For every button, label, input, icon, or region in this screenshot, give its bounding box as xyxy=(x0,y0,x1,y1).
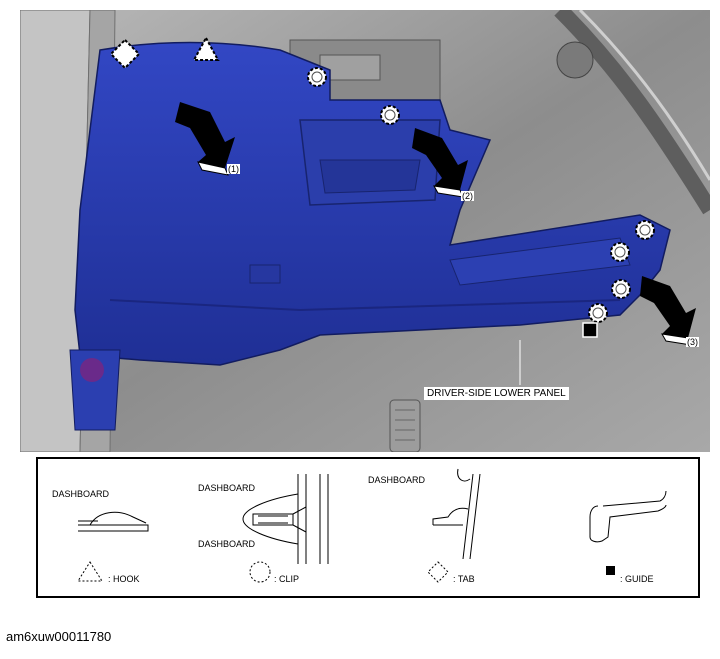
clip-marker xyxy=(610,242,630,262)
tab-symbol xyxy=(427,561,449,583)
tab-diagram xyxy=(432,468,481,560)
arrow-1 xyxy=(175,102,235,176)
illustration: (1) (2) (3) DRIVER-SIDE LOWER PANEL xyxy=(19,4,717,453)
guide-legend-label: : GUIDE xyxy=(620,574,654,584)
clip-marker xyxy=(307,67,327,87)
clip-dashboard-bottom-label: DASHBOARD xyxy=(198,539,256,549)
legend-drawings xyxy=(77,468,667,583)
dashboard-illustration xyxy=(19,4,717,453)
clip-marker xyxy=(611,279,631,299)
pedal xyxy=(389,399,421,453)
clip-dashboard-top-label: DASHBOARD xyxy=(198,483,256,493)
panel-vent xyxy=(249,264,281,284)
clip-marker xyxy=(635,220,655,240)
tab-marker xyxy=(109,38,141,70)
callout-step-3: (3) xyxy=(686,337,699,347)
hook-symbol xyxy=(77,561,103,582)
clip-legend-label: : CLIP xyxy=(274,574,300,584)
panel-label: DRIVER-SIDE LOWER PANEL xyxy=(424,387,569,400)
legend: DASHBOARD DASHBOARD DASHBOARD DASHBOARD … xyxy=(36,457,700,598)
guide-symbol xyxy=(606,566,615,575)
figure-caption: am6xuw00011780 xyxy=(6,629,112,644)
clip-symbol xyxy=(249,561,271,583)
hook-legend-label: : HOOK xyxy=(108,574,140,584)
tab-legend-label: : TAB xyxy=(453,574,475,584)
callout-step-2: (2) xyxy=(461,191,474,201)
clip-marker xyxy=(380,105,400,125)
clip-diagram xyxy=(242,474,329,564)
hook-marker xyxy=(192,35,220,61)
guide-marker xyxy=(582,322,598,338)
hook-diagram xyxy=(78,511,149,532)
hook-dashboard-label: DASHBOARD xyxy=(52,489,110,499)
steering-wheel xyxy=(554,4,717,215)
driver-side-lower-panel xyxy=(74,41,671,366)
tab-dashboard-label: DASHBOARD xyxy=(368,475,426,485)
guide-diagram xyxy=(589,490,667,543)
callout-step-1: (1) xyxy=(227,164,240,174)
clip-marker xyxy=(588,303,608,323)
